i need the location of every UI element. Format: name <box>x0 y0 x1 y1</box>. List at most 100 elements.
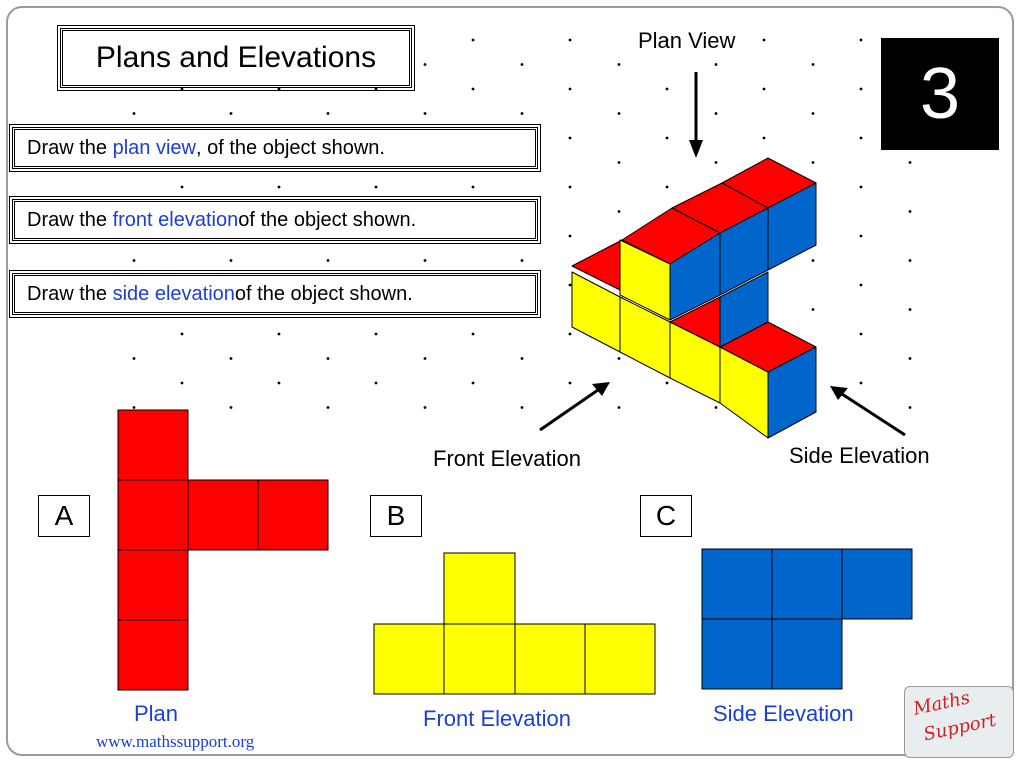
grid-dot <box>908 308 912 311</box>
grid-dot <box>423 259 427 262</box>
grid-dot <box>811 161 815 164</box>
grid-dot <box>568 136 572 140</box>
question-highlight: side elevation <box>112 282 235 305</box>
grid-dot <box>374 332 378 336</box>
grid-dot <box>132 259 136 262</box>
grid-dot <box>326 112 330 115</box>
side-square <box>701 548 773 620</box>
question-suffix: of the object shown. <box>234 282 413 305</box>
grid-dot <box>762 38 766 42</box>
question-highlight: front elevation <box>112 208 239 231</box>
grid-dot <box>762 87 766 91</box>
question-suffix: , of the object shown. <box>195 136 385 159</box>
grid-dot <box>520 63 524 66</box>
grid-dot <box>714 112 718 115</box>
question-highlight: plan view <box>112 136 196 159</box>
grid-dot <box>520 259 524 262</box>
grid-dot <box>423 112 427 115</box>
grid-dot <box>811 308 815 311</box>
grid-dot <box>277 381 281 385</box>
grid-dot <box>665 87 669 91</box>
grid-dot <box>568 234 572 238</box>
grid-dot <box>520 406 524 409</box>
grid-dot <box>277 185 281 189</box>
grid-dot <box>180 87 184 91</box>
grid-dot <box>520 357 524 360</box>
question-prefix: Draw the <box>27 208 108 231</box>
plan-square <box>117 549 189 621</box>
plan-square <box>117 479 189 551</box>
grid-dot <box>859 283 863 287</box>
plan-square <box>117 619 189 691</box>
grid-dot <box>374 185 378 189</box>
page-title: Plans and Elevations <box>57 25 415 91</box>
front-square <box>443 623 516 695</box>
grid-dot <box>132 406 136 409</box>
question-side-elevation: Draw the side elevation of the object sh… <box>9 270 541 318</box>
answer-a-letter: A <box>38 495 90 537</box>
front-square <box>584 623 656 695</box>
grid-dot <box>811 112 815 115</box>
answer-c-caption: Side Elevation <box>713 701 854 726</box>
grid-dot <box>132 357 136 360</box>
grid-dot <box>714 161 718 164</box>
grid-dot <box>277 87 281 91</box>
grid-dot <box>520 112 524 115</box>
plan-square <box>257 479 329 551</box>
side-square <box>701 618 773 690</box>
grid-dot <box>471 87 475 91</box>
answer-c-letter: C <box>640 495 692 537</box>
grid-dot <box>423 63 427 66</box>
grid-dot <box>374 87 378 91</box>
cube-side <box>719 271 769 348</box>
grid-dot <box>665 136 669 140</box>
grid-dot <box>908 406 912 409</box>
slide-number-badge: 3 <box>881 38 999 150</box>
grid-dot <box>180 381 184 385</box>
grid-dot <box>326 259 330 262</box>
grid-dot <box>714 406 718 409</box>
answer-b-caption: Front Elevation <box>423 706 571 731</box>
grid-dot <box>908 259 912 262</box>
side-elevation-arrow-label: Side Elevation <box>789 443 930 468</box>
grid-dot <box>908 161 912 164</box>
plan-square <box>117 409 189 481</box>
answer-a-caption: Plan <box>134 701 179 726</box>
website-link[interactable]: www.mathssupport.org <box>96 732 255 751</box>
grid-dot <box>229 357 233 360</box>
grid-dot <box>908 357 912 360</box>
grid-dot <box>568 87 572 91</box>
grid-dot <box>617 112 621 115</box>
grid-dot <box>859 136 863 140</box>
grid-dot <box>811 259 815 262</box>
grid-dot <box>665 38 669 42</box>
grid-dot <box>471 185 475 189</box>
grid-dot <box>859 381 863 385</box>
grid-dot <box>568 381 572 385</box>
slide-frame <box>6 6 1014 756</box>
grid-dot <box>229 259 233 262</box>
grid-dot <box>471 332 475 336</box>
grid-dot <box>859 234 863 238</box>
grid-dot <box>423 357 427 360</box>
grid-dot <box>908 210 912 213</box>
grid-dot <box>423 406 427 409</box>
question-suffix: of the object shown. <box>238 208 417 231</box>
grid-dot <box>617 161 621 164</box>
question-front-elevation: Draw the front elevation of the object s… <box>9 196 541 244</box>
front-square <box>443 552 516 625</box>
maths-support-logo: Maths Support <box>904 686 1014 758</box>
grid-dot <box>471 381 475 385</box>
grid-dot <box>859 185 863 189</box>
question-plan-view: Draw the plan view, of the object shown. <box>9 124 541 172</box>
grid-dot <box>762 136 766 140</box>
grid-dot <box>326 406 330 409</box>
grid-dot <box>859 38 863 42</box>
grid-dot <box>132 112 136 115</box>
side-square <box>771 548 843 620</box>
grid-dot <box>617 210 621 213</box>
logo-line1: Maths <box>911 687 972 720</box>
grid-dot <box>568 38 572 42</box>
grid-dot <box>714 63 718 66</box>
